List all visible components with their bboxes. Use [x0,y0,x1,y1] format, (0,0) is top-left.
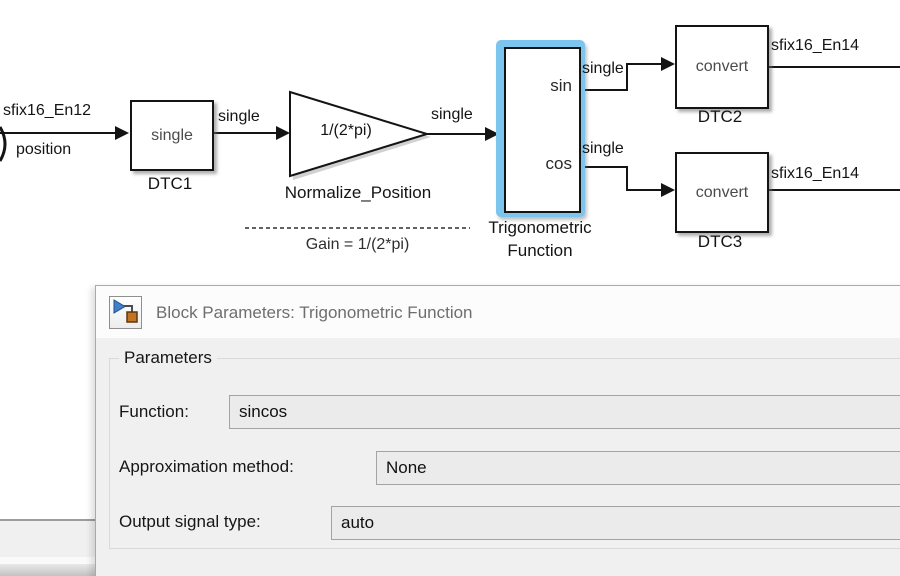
wire-label-cos-out: single [582,140,624,157]
function-label: Function: [119,402,189,421]
dtc2-name-label: DTC2 [697,107,743,126]
wire-label-sin-out: single [582,60,624,77]
block-trigonometric-function[interactable]: sin cos [504,47,581,213]
port-label-sin: sin [550,76,572,95]
output-signal-type-dropdown[interactable]: auto [331,506,900,540]
port-label-cos: cos [545,154,572,173]
output-signal-type-value: auto [341,513,375,532]
input-dtype-label: sfix16_En12 [3,102,92,119]
function-dropdown[interactable]: sincos [229,395,900,429]
trig-name-label-line1: Trigonometric [488,218,592,237]
block-dtc1[interactable]: single [130,100,214,171]
dtc2-out-dtype-label: sfix16_En14 [771,37,860,54]
groupbox-legend: Parameters [119,348,217,368]
approximation-method-dropdown[interactable]: None [376,451,900,485]
dtc1-name-label: DTC1 [147,174,193,193]
dtc3-out-dtype-label: sfix16_En14 [771,165,860,182]
function-value: sincos [239,402,288,421]
parameters-groupbox: Parameters [109,348,900,549]
input-name-label: position [16,141,72,158]
dtc2-content: convert [695,58,749,75]
gain-block[interactable]: 1/(2*pi) [320,122,372,139]
output-signal-type-label: Output signal type: [119,512,261,531]
approximation-method-value: None [386,458,427,477]
wire-label-after-dtc1: single [218,108,260,125]
dialog-titlebar[interactable]: Block Parameters: Trigonometric Function [96,286,900,338]
block-dtc2[interactable]: convert [675,25,769,109]
gain-name-label: Normalize_Position [284,183,432,202]
wire-label-after-gain: single [431,106,473,123]
approximation-method-label: Approximation method: [119,457,294,476]
dtc1-content: single [151,126,193,144]
block-parameters-dialog: Block Parameters: Trigonometric Function… [95,285,900,576]
dialog-title: Block Parameters: Trigonometric Function [156,303,473,322]
gain-annotation: Gain = 1/(2*pi) [305,236,410,253]
block-parameters-icon [109,296,142,329]
dtc3-name-label: DTC3 [697,232,743,251]
dtc3-content: convert [695,183,749,201]
block-dtc3[interactable]: convert [675,152,769,233]
trig-name-label-line2: Function [507,241,573,260]
